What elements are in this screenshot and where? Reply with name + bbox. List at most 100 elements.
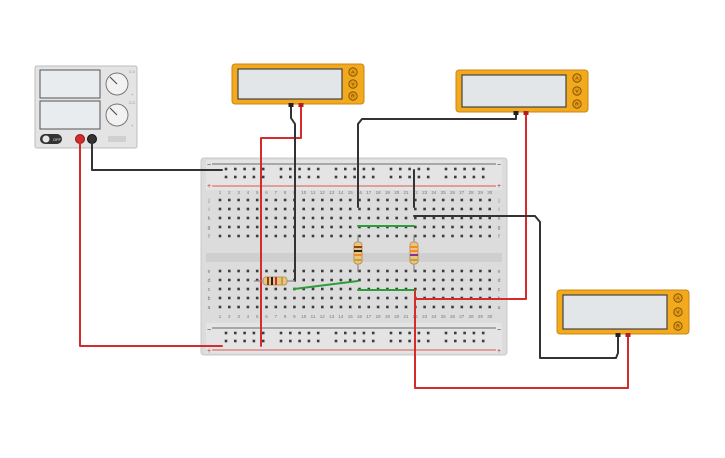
breadboard-hole[interactable]: [321, 216, 324, 220]
breadboard-hole[interactable]: [348, 269, 352, 273]
breadboard-hole[interactable]: [404, 234, 408, 238]
breadboard-hole[interactable]: [237, 216, 240, 220]
breadboard-hole[interactable]: [414, 198, 417, 202]
green-jumper-diagonal[interactable]: [293, 280, 359, 290]
rail-hole[interactable]: [344, 331, 347, 335]
breadboard-hole[interactable]: [274, 305, 278, 309]
breadboard-hole[interactable]: [321, 287, 324, 291]
rail-hole[interactable]: [362, 331, 366, 335]
breadboard-hole[interactable]: [302, 296, 305, 300]
rail-hole[interactable]: [463, 175, 466, 179]
breadboard-hole[interactable]: [479, 225, 482, 229]
rail-hole[interactable]: [389, 167, 393, 171]
breadboard-hole[interactable]: [395, 207, 398, 211]
breadboard-hole[interactable]: [339, 269, 343, 273]
breadboard-hole[interactable]: [423, 207, 426, 211]
breadboard-hole[interactable]: [441, 207, 445, 211]
positive-probe-terminal[interactable]: [523, 111, 529, 115]
breadboard-hole[interactable]: [255, 234, 259, 238]
breadboard-hole[interactable]: [395, 305, 398, 309]
breadboard-hole[interactable]: [348, 296, 352, 300]
breadboard-hole[interactable]: [358, 234, 361, 238]
breadboard-hole[interactable]: [228, 269, 231, 273]
breadboard-hole[interactable]: [246, 225, 250, 229]
rail-hole[interactable]: [307, 331, 311, 335]
breadboard-hole[interactable]: [218, 225, 222, 229]
breadboard-hole[interactable]: [376, 234, 380, 238]
breadboard-hole[interactable]: [432, 234, 436, 238]
rail-hole[interactable]: [362, 167, 366, 171]
breadboard-hole[interactable]: [265, 287, 268, 291]
rail-hole[interactable]: [234, 339, 237, 343]
breadboard-hole[interactable]: [479, 207, 482, 211]
breadboard-hole[interactable]: [451, 207, 454, 211]
breadboard-hole[interactable]: [218, 207, 222, 211]
breadboard-hole[interactable]: [404, 296, 408, 300]
breadboard-hole[interactable]: [414, 207, 417, 211]
breadboard-hole[interactable]: [283, 234, 287, 238]
breadboard-hole[interactable]: [460, 207, 464, 211]
breadboard-hole[interactable]: [423, 287, 426, 291]
breadboard-hole[interactable]: [265, 207, 268, 211]
breadboard-hole[interactable]: [255, 305, 259, 309]
rail-hole[interactable]: [224, 175, 228, 179]
rail-hole[interactable]: [261, 167, 265, 171]
breadboard-hole[interactable]: [255, 287, 259, 291]
breadboard-hole[interactable]: [386, 269, 389, 273]
power-supply[interactable]: C.V. + C.C. + OFF: [34, 65, 138, 149]
rail-hole[interactable]: [316, 167, 320, 171]
breadboard-hole[interactable]: [469, 198, 473, 202]
breadboard-hole[interactable]: [469, 207, 473, 211]
rail-hole[interactable]: [289, 339, 292, 343]
breadboard-hole[interactable]: [460, 234, 464, 238]
breadboard-hole[interactable]: [218, 296, 222, 300]
breadboard-hole[interactable]: [237, 207, 240, 211]
rail-hole[interactable]: [224, 331, 228, 335]
breadboard-hole[interactable]: [255, 269, 259, 273]
rail-hole[interactable]: [417, 175, 421, 179]
breadboard-hole[interactable]: [302, 216, 305, 220]
breadboard-hole[interactable]: [367, 269, 371, 273]
breadboard-hole[interactable]: [274, 287, 278, 291]
breadboard-hole[interactable]: [311, 207, 315, 211]
breadboard-hole[interactable]: [469, 287, 473, 291]
breadboard-hole[interactable]: [311, 287, 315, 291]
breadboard-hole[interactable]: [274, 296, 278, 300]
breadboard-hole[interactable]: [358, 207, 361, 211]
breadboard-hole[interactable]: [237, 287, 240, 291]
breadboard-hole[interactable]: [432, 269, 436, 273]
rail-hole[interactable]: [417, 331, 421, 335]
breadboard-hole[interactable]: [246, 234, 250, 238]
rail-hole[interactable]: [298, 331, 301, 335]
breadboard-hole[interactable]: [460, 287, 464, 291]
breadboard-hole[interactable]: [488, 287, 491, 291]
negative-probe-terminal[interactable]: [615, 333, 621, 337]
breadboard-hole[interactable]: [274, 269, 278, 273]
meter-top-right[interactable]: AVR: [455, 69, 589, 115]
positive-probe-terminal[interactable]: [625, 333, 631, 337]
breadboard-hole[interactable]: [246, 305, 250, 309]
breadboard-hole[interactable]: [376, 278, 380, 282]
breadboard-hole[interactable]: [228, 207, 231, 211]
breadboard-hole[interactable]: [311, 305, 315, 309]
breadboard-hole[interactable]: [423, 198, 426, 202]
breadboard-hole[interactable]: [311, 225, 315, 229]
rail-hole[interactable]: [344, 167, 347, 171]
breadboard-hole[interactable]: [274, 216, 278, 220]
breadboard-hole[interactable]: [228, 296, 231, 300]
rail-hole[interactable]: [408, 175, 411, 179]
breadboard-hole[interactable]: [293, 305, 296, 309]
breadboard-hole[interactable]: [488, 234, 491, 238]
rail-hole[interactable]: [353, 175, 356, 179]
rail-hole[interactable]: [224, 339, 228, 343]
rail-hole[interactable]: [472, 339, 476, 343]
rail-hole[interactable]: [289, 331, 292, 335]
breadboard-hole[interactable]: [404, 305, 408, 309]
breadboard-hole[interactable]: [237, 269, 240, 273]
breadboard-hole[interactable]: [386, 234, 389, 238]
rail-hole[interactable]: [252, 167, 256, 171]
breadboard-hole[interactable]: [311, 198, 315, 202]
breadboard-hole[interactable]: [237, 225, 240, 229]
breadboard-hole[interactable]: [228, 225, 231, 229]
breadboard-hole[interactable]: [432, 278, 436, 282]
